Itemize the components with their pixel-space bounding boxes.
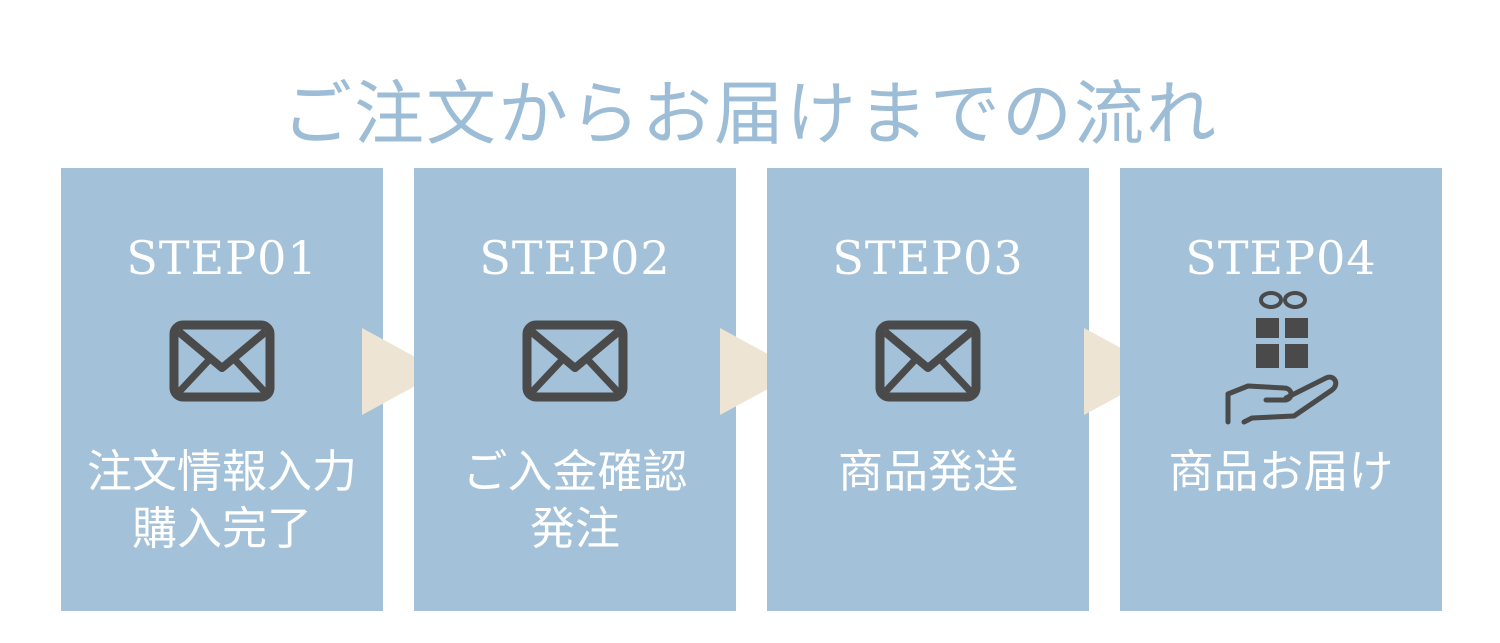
step-label-1: STEP01 — [126, 231, 318, 285]
envelope-icon — [873, 318, 983, 408]
arrow-icon — [720, 328, 800, 415]
step-text-2a: ご入金確認 — [462, 445, 688, 498]
step-label-2: STEP02 — [479, 231, 671, 285]
step-text-2b: 発注 — [529, 502, 620, 555]
step-card-3 — [767, 168, 1089, 611]
step-label-4: STEP04 — [1185, 231, 1377, 285]
step-text-3a: 商品発送 — [837, 445, 1018, 498]
step-card-2 — [414, 168, 736, 611]
step-text-1b: 購入完了 — [131, 502, 312, 555]
gift-in-hand-icon — [1222, 290, 1342, 430]
envelope-icon — [520, 318, 630, 408]
step-text-1a: 注文情報入力 — [86, 445, 357, 498]
step-label-3: STEP03 — [832, 231, 1024, 285]
page-title: ご注文からお届けまでの流れ — [282, 72, 1218, 155]
envelope-icon — [167, 318, 277, 408]
arrow-icon — [362, 328, 442, 415]
step-card-1 — [61, 168, 383, 611]
step-text-4a: 商品お届け — [1168, 445, 1394, 498]
